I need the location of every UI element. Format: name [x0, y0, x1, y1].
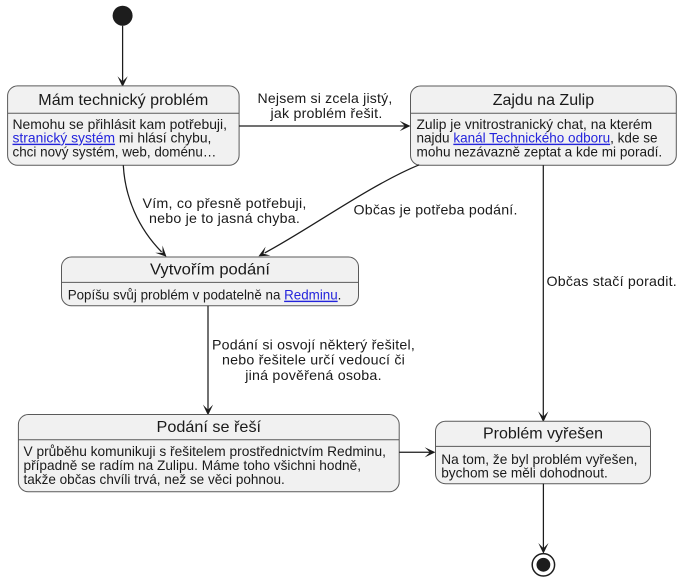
- svg-text:bychom se měli dohodnout.: bychom se měli dohodnout.: [441, 465, 608, 481]
- svg-text:Vytvořím podání: Vytvořím podání: [150, 262, 271, 279]
- svg-text:Vím, co přesně potřebuji,: Vím, co přesně potřebuji,: [143, 195, 307, 211]
- svg-text:Popíšu svůj problém v podateln: Popíšu svůj problém v podatelně na Redmi…: [68, 287, 342, 303]
- svg-text:Občas stačí poradit.: Občas stačí poradit.: [547, 273, 677, 289]
- svg-text:V průběhu komunikuji s řešitel: V průběhu komunikuji s řešitelem prostře…: [24, 443, 386, 459]
- svg-text:stranický systém mi hlásí chyb: stranický systém mi hlásí chybu,: [13, 130, 212, 146]
- svg-text:najdu kanál Technického odboru: najdu kanál Technického odboru, kde se: [417, 130, 658, 146]
- svg-text:Mám technický problém: Mám technický problém: [38, 92, 208, 109]
- svg-text:Podání se řeší: Podání se řeší: [157, 419, 262, 436]
- svg-text:jak problém řešit.: jak problém řešit.: [269, 105, 382, 121]
- svg-text:Zulip je vnitrostranický chat,: Zulip je vnitrostranický chat, na kterém: [417, 116, 653, 132]
- svg-text:Zajdu na Zulip: Zajdu na Zulip: [493, 92, 594, 109]
- svg-text:takže občas chvíli trvá, než s: takže občas chvíli trvá, než se věci poh…: [24, 471, 285, 487]
- svg-text:případně se radím na Zulipu. M: případně se radím na Zulipu. Máme toho v…: [24, 457, 362, 473]
- svg-text:nebo je to jasná chyba.: nebo je to jasná chyba.: [149, 210, 300, 226]
- svg-text:Na tom, že byl problém vyřešen: Na tom, že byl problém vyřešen,: [441, 451, 637, 467]
- svg-text:Nejsem si zcela jistý,: Nejsem si zcela jistý,: [258, 90, 393, 106]
- svg-text:Podání si osvojí některý řešit: Podání si osvojí některý řešitel,: [212, 336, 415, 352]
- svg-text:Nemohu se přihlásit kam potřeb: Nemohu se přihlásit kam potřebuji,: [13, 116, 228, 132]
- svg-text:Občas je potřeba podání.: Občas je potřeba podání.: [354, 201, 518, 217]
- svg-text:Problém vyřešen: Problém vyřešen: [483, 425, 603, 442]
- svg-text:jiná pověřená osoba.: jiná pověřená osoba.: [244, 367, 382, 383]
- svg-text:mohu nezávazně zeptat a kde mi: mohu nezávazně zeptat a kde mi poradí.: [417, 144, 663, 160]
- svg-text:chci nový systém, web, doménu…: chci nový systém, web, doménu…: [13, 144, 217, 160]
- svg-text:nebo řešitele určí vedoucí či: nebo řešitele určí vedoucí či: [222, 352, 405, 368]
